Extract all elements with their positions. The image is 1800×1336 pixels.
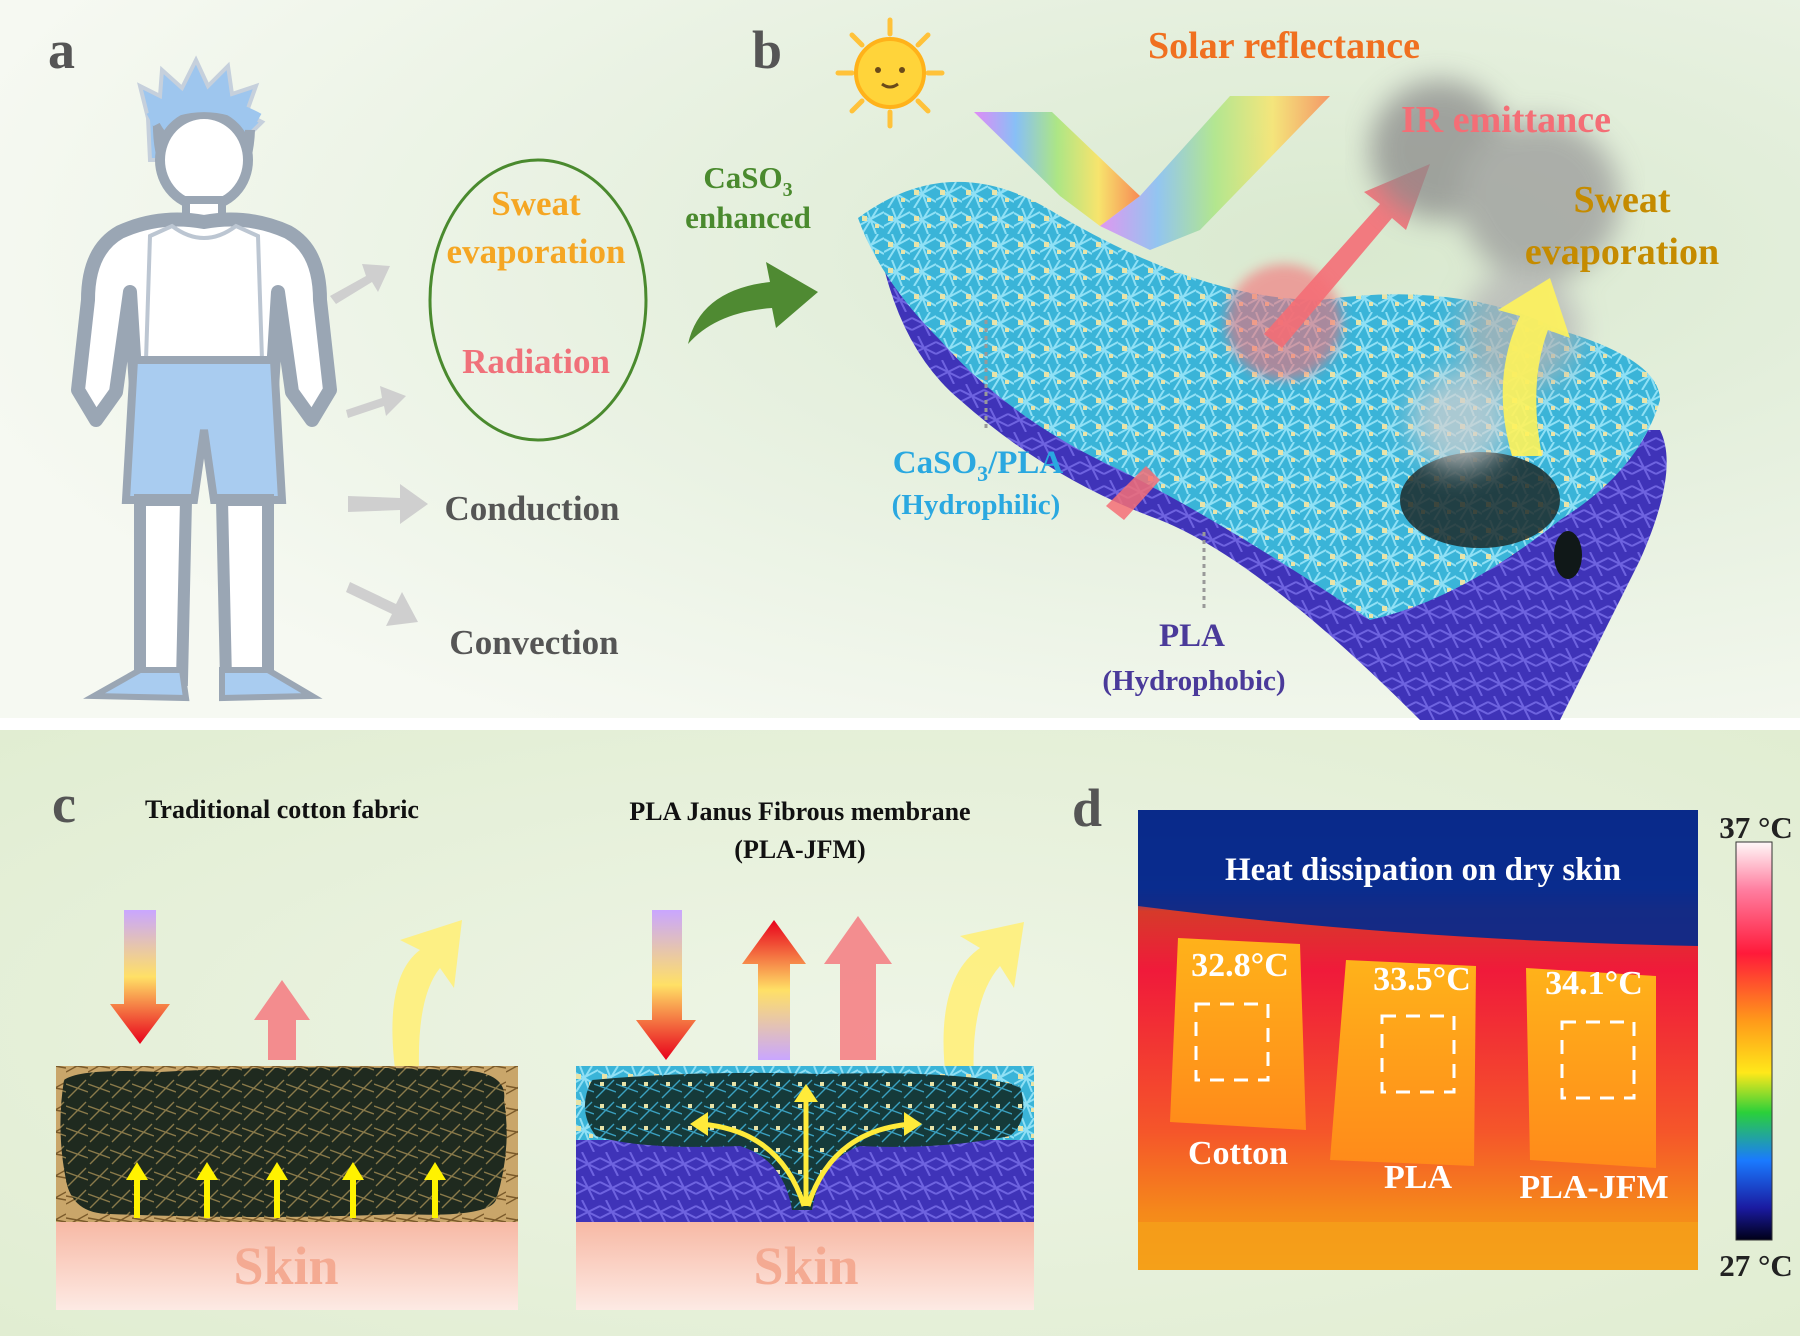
jfm-skin-label: Skin xyxy=(753,1236,858,1296)
jfm-evaporation-arrow xyxy=(943,922,1024,1080)
pla-sample xyxy=(1330,960,1476,1166)
solar-reflectance-label: Solar reflectance xyxy=(1148,25,1420,67)
sweat-droplet xyxy=(1400,452,1560,548)
panel-letter-a: a xyxy=(48,20,75,80)
steam-cloud xyxy=(1370,80,1620,470)
person-illustration xyxy=(71,55,337,702)
pla-measure-box xyxy=(1380,1014,1456,1094)
cotton-skin-label: Skin xyxy=(233,1236,338,1296)
convection-label: Convection xyxy=(449,623,618,662)
hydrophilic-note: (Hydrophilic) xyxy=(892,489,1061,521)
thermal-bottom-band xyxy=(1138,1222,1698,1270)
jfm-diagram: Skin xyxy=(576,910,1034,1310)
arrow-to-oval-1 xyxy=(330,264,390,304)
pla-label: PLA xyxy=(1159,618,1225,654)
pla-sample-label: PLA xyxy=(1384,1159,1452,1196)
incoming-solar-beam xyxy=(974,112,1140,226)
temperature-colorbar xyxy=(1735,841,1773,1241)
cotton-solar-in-arrow xyxy=(110,910,170,1044)
jfm-title-line1: PLA Janus Fibrous membrane xyxy=(629,797,970,826)
sweat-evaporation-line2: evaporation xyxy=(1525,231,1719,273)
cotton-wet-region xyxy=(60,1067,507,1217)
heat-loss-arrows xyxy=(330,264,428,626)
caso3-pla-label: CaSO3/PLA xyxy=(893,445,1064,486)
panel-separator xyxy=(0,718,1800,730)
sweat-evaporation-line1: Sweat xyxy=(1573,179,1670,221)
jfm-title-line2: (PLA-JFM) xyxy=(734,835,865,864)
panel-a: a xyxy=(48,20,648,702)
panel-b: b CaSO3 enhanced xyxy=(685,17,1719,721)
cotton-sample xyxy=(1170,938,1306,1130)
jfm-ir-arrow xyxy=(824,916,892,1060)
cotton-title: Traditional cotton fabric xyxy=(145,795,419,824)
cotton-evaporation-arrow xyxy=(392,920,462,1090)
thermal-background-cold xyxy=(1138,810,1698,946)
oval-sweat-line2: evaporation xyxy=(447,232,626,271)
jfm-skin xyxy=(576,1222,1034,1310)
ir-incoming-arrow xyxy=(1106,466,1160,520)
cotton-skin xyxy=(56,1222,518,1310)
conduction-label: Conduction xyxy=(444,489,619,528)
colorbar-min-label: 27 °C xyxy=(1719,1248,1793,1283)
pla-jfm-measure-box xyxy=(1560,1020,1636,1100)
cotton-sample-label: Cotton xyxy=(1188,1135,1288,1172)
ir-glow xyxy=(1226,264,1342,380)
hydrophobic-note: (Hydrophobic) xyxy=(1102,665,1285,697)
cotton-diagram: Skin xyxy=(56,910,518,1310)
enhanced-arrow xyxy=(688,262,818,344)
ir-emittance-label: IR emittance xyxy=(1401,99,1611,141)
panel-d: d Heat dissipation on dry skin 32.8°C Co… xyxy=(1072,778,1793,1283)
pla-temperature: 33.5°C xyxy=(1373,961,1471,998)
pla-jfm-temperature: 34.1°C xyxy=(1545,965,1643,1002)
cotton-temperature: 32.8°C xyxy=(1191,947,1289,984)
jfm-wicking-arrows xyxy=(699,1098,913,1207)
oval-radiation: Radiation xyxy=(462,342,610,381)
thermal-title: Heat dissipation on dry skin xyxy=(1225,852,1621,888)
panel-letter-c: c xyxy=(52,774,76,834)
cotton-ir-arrow xyxy=(254,980,310,1060)
oval-sweat-line1: Sweat xyxy=(491,184,581,223)
radiation-evaporation-oval xyxy=(428,158,648,442)
sun-icon xyxy=(835,17,945,129)
jfm-solar-out-arrow xyxy=(742,920,806,1060)
pla-jfm-sample-label: PLA-JFM xyxy=(1519,1169,1668,1206)
enhanced-word: enhanced xyxy=(685,200,811,235)
jfm-solar-in-arrow xyxy=(636,910,696,1060)
panel-c: c Traditional cotton fabric PLA Janus Fi… xyxy=(52,774,1034,1310)
panel-letter-b: b xyxy=(752,20,782,80)
enhanced-formula: CaSO3 xyxy=(703,160,792,201)
reflected-solar-beam xyxy=(1100,96,1330,250)
pla-jfm-sample xyxy=(1526,968,1656,1168)
arrow-convection xyxy=(346,582,418,626)
arrow-conduction xyxy=(348,484,428,524)
cotton-sweat-arrows xyxy=(126,1162,446,1218)
evaporation-arrow xyxy=(1498,278,1570,456)
jfm-wicking-arrowheads xyxy=(690,1084,922,1136)
panel-letter-d: d xyxy=(1072,778,1102,838)
sweat-channel xyxy=(1554,531,1582,579)
cotton-measure-box xyxy=(1194,1002,1270,1082)
arrow-to-oval-2 xyxy=(346,386,406,418)
colorbar-max-label: 37 °C xyxy=(1719,810,1793,845)
